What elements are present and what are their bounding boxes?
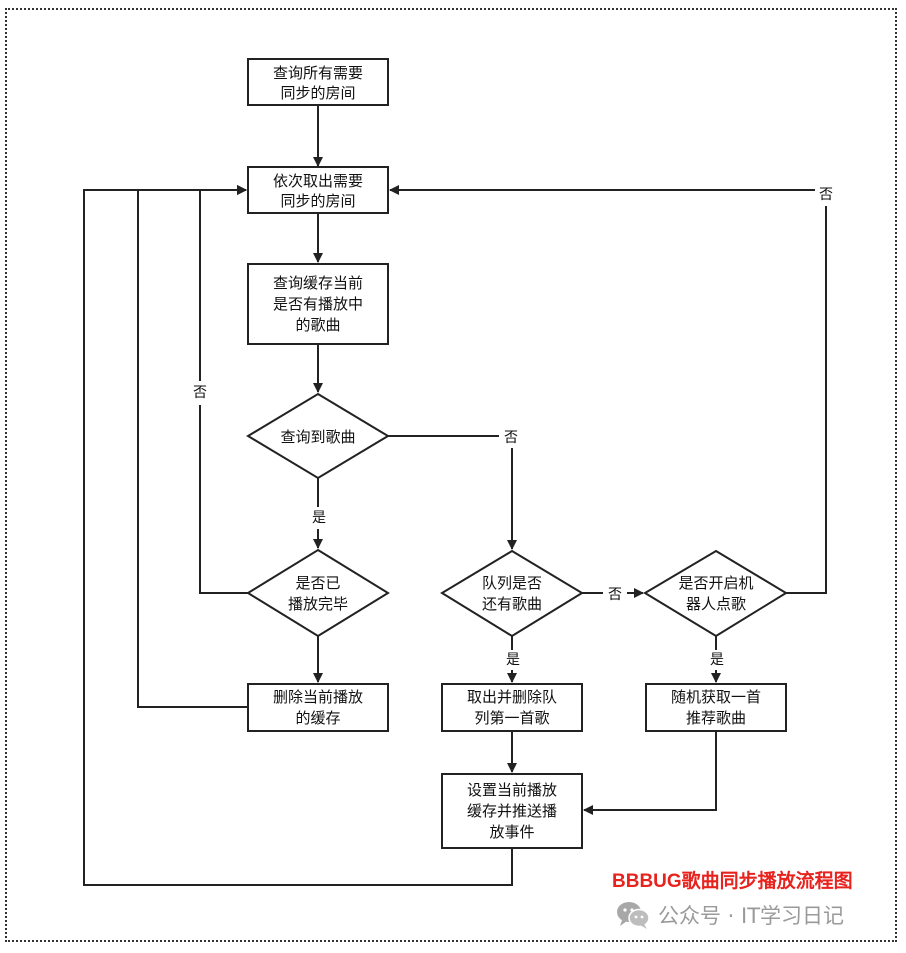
edge-found-song-no xyxy=(388,435,517,550)
watermark-text: 公众号 · IT学习日记 xyxy=(658,904,845,928)
edge-labels: 是 否 否 是 否 是 否 xyxy=(190,184,837,670)
decision-queue-line2: 还有歌曲 xyxy=(482,595,542,613)
node-take-room: 依次取出需要 同步的房间 xyxy=(247,166,389,214)
label-found-no: 否 xyxy=(504,430,518,446)
node-delete-cache-line1: 删除当前播放 xyxy=(273,688,363,706)
decision-robot-line2: 器人点歌 xyxy=(686,595,746,613)
watermark: 公众号 · IT学习日记 xyxy=(616,900,844,930)
edge-delete-cache-loop xyxy=(137,185,248,708)
label-found-yes: 是 xyxy=(312,510,326,526)
node-take-queue-line2: 列第一首歌 xyxy=(474,709,549,727)
edge-robot-no xyxy=(389,185,827,594)
node-random-song-line2: 推荐歌曲 xyxy=(686,709,746,727)
node-delete-cache: 删除当前播放 的缓存 xyxy=(247,683,389,732)
node-delete-cache-line2: 的缓存 xyxy=(295,709,340,727)
node-take-queue-line1: 取出并删除队 xyxy=(467,688,557,706)
node-take-queue-song: 取出并删除队 列第一首歌 xyxy=(441,683,583,732)
connectors xyxy=(83,105,827,886)
label-queue-yes: 是 xyxy=(506,652,520,668)
node-set-cache-line3: 放事件 xyxy=(489,823,534,841)
node-random-song-line1: 随机获取一首 xyxy=(671,688,761,706)
node-set-cache-line1: 设置当前播放 xyxy=(467,781,557,799)
node-query-cache-line2: 是否有播放中 xyxy=(273,295,363,313)
diagram-frame xyxy=(5,8,897,942)
node-query-rooms-line1: 查询所有需要 xyxy=(273,64,363,82)
decision-finished: 是否已 播放完毕 xyxy=(246,548,390,638)
label-robot-no: 否 xyxy=(819,187,833,203)
node-query-cache-line1: 查询缓存当前 xyxy=(273,274,363,292)
decision-robot-line1: 是否开启机 xyxy=(678,574,753,592)
decision-finished-line2: 播放完毕 xyxy=(288,595,348,613)
node-set-cache-line2: 缓存并推送播 xyxy=(467,802,557,820)
node-query-cache-line3: 的歌曲 xyxy=(295,316,340,334)
node-take-room-line2: 同步的房间 xyxy=(280,192,355,210)
diagram-title: BBBUG歌曲同步播放流程图 xyxy=(612,871,853,892)
node-take-room-line1: 依次取出需要 xyxy=(273,172,363,190)
node-query-rooms: 查询所有需要 同步的房间 xyxy=(247,58,389,106)
label-robot-yes: 是 xyxy=(710,652,724,668)
decision-found-song: 查询到歌曲 xyxy=(246,392,390,480)
decision-queue-has-songs: 队列是否 还有歌曲 xyxy=(440,549,584,638)
decision-queue-line1: 队列是否 xyxy=(482,574,542,592)
node-query-rooms-line2: 同步的房间 xyxy=(280,84,355,102)
node-random-song: 随机获取一首 推荐歌曲 xyxy=(645,683,787,732)
node-query-cache: 查询缓存当前 是否有播放中 的歌曲 xyxy=(247,263,389,345)
label-finished-no: 否 xyxy=(193,385,207,401)
node-set-cache: 设置当前播放 缓存并推送播 放事件 xyxy=(441,773,583,849)
label-queue-no: 否 xyxy=(608,587,622,603)
decision-finished-line1: 是否已 xyxy=(295,574,340,592)
decision-robot-enabled: 是否开启机 器人点歌 xyxy=(643,549,788,638)
wechat-icon xyxy=(616,900,650,930)
edge-set-cache-loop xyxy=(83,185,513,886)
edge-random-song-to-set-cache xyxy=(583,731,717,815)
decision-found-song-label: 查询到歌曲 xyxy=(280,428,355,446)
